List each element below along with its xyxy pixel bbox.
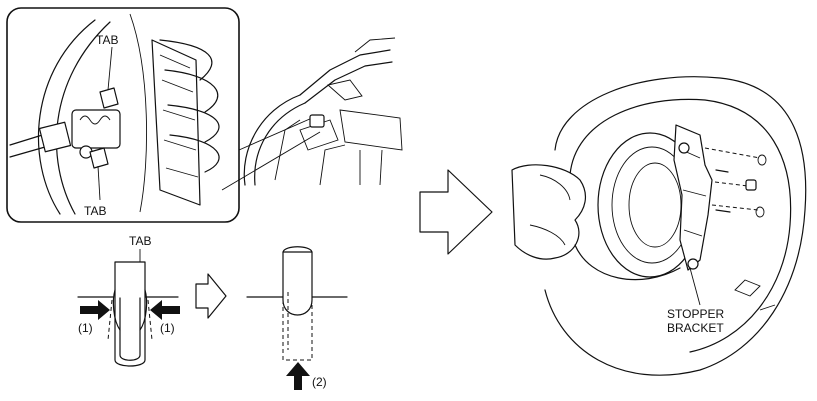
step-arrow-small: [195, 273, 227, 319]
push-label: (2): [312, 375, 327, 389]
tab-detail-inset: TAB TAB: [6, 7, 240, 223]
stopper-label-line2: BRACKET: [667, 321, 724, 335]
stopper-label-line1: STOPPER: [667, 307, 724, 321]
step-arrow-large: [419, 169, 493, 255]
tab-release-before: TAB (1) (1): [77, 234, 180, 367]
fuel-lid-removal-view: STOPPER BRACKET: [511, 76, 807, 376]
vehicle-body-view: [243, 37, 403, 186]
tab-label-detail: TAB: [129, 234, 151, 248]
zoom-callout-lines: [221, 117, 321, 191]
press-arrow-left-icon: [80, 300, 110, 320]
push-arrow-up-icon: [286, 362, 310, 390]
tab-label-top: TAB: [96, 33, 118, 47]
press-label-right: (1): [160, 321, 175, 335]
tab-label-bottom: TAB: [84, 204, 106, 218]
tab-release-after: (2): [246, 246, 348, 390]
press-arrow-right-icon: [150, 300, 180, 320]
press-label-left: (1): [78, 321, 93, 335]
